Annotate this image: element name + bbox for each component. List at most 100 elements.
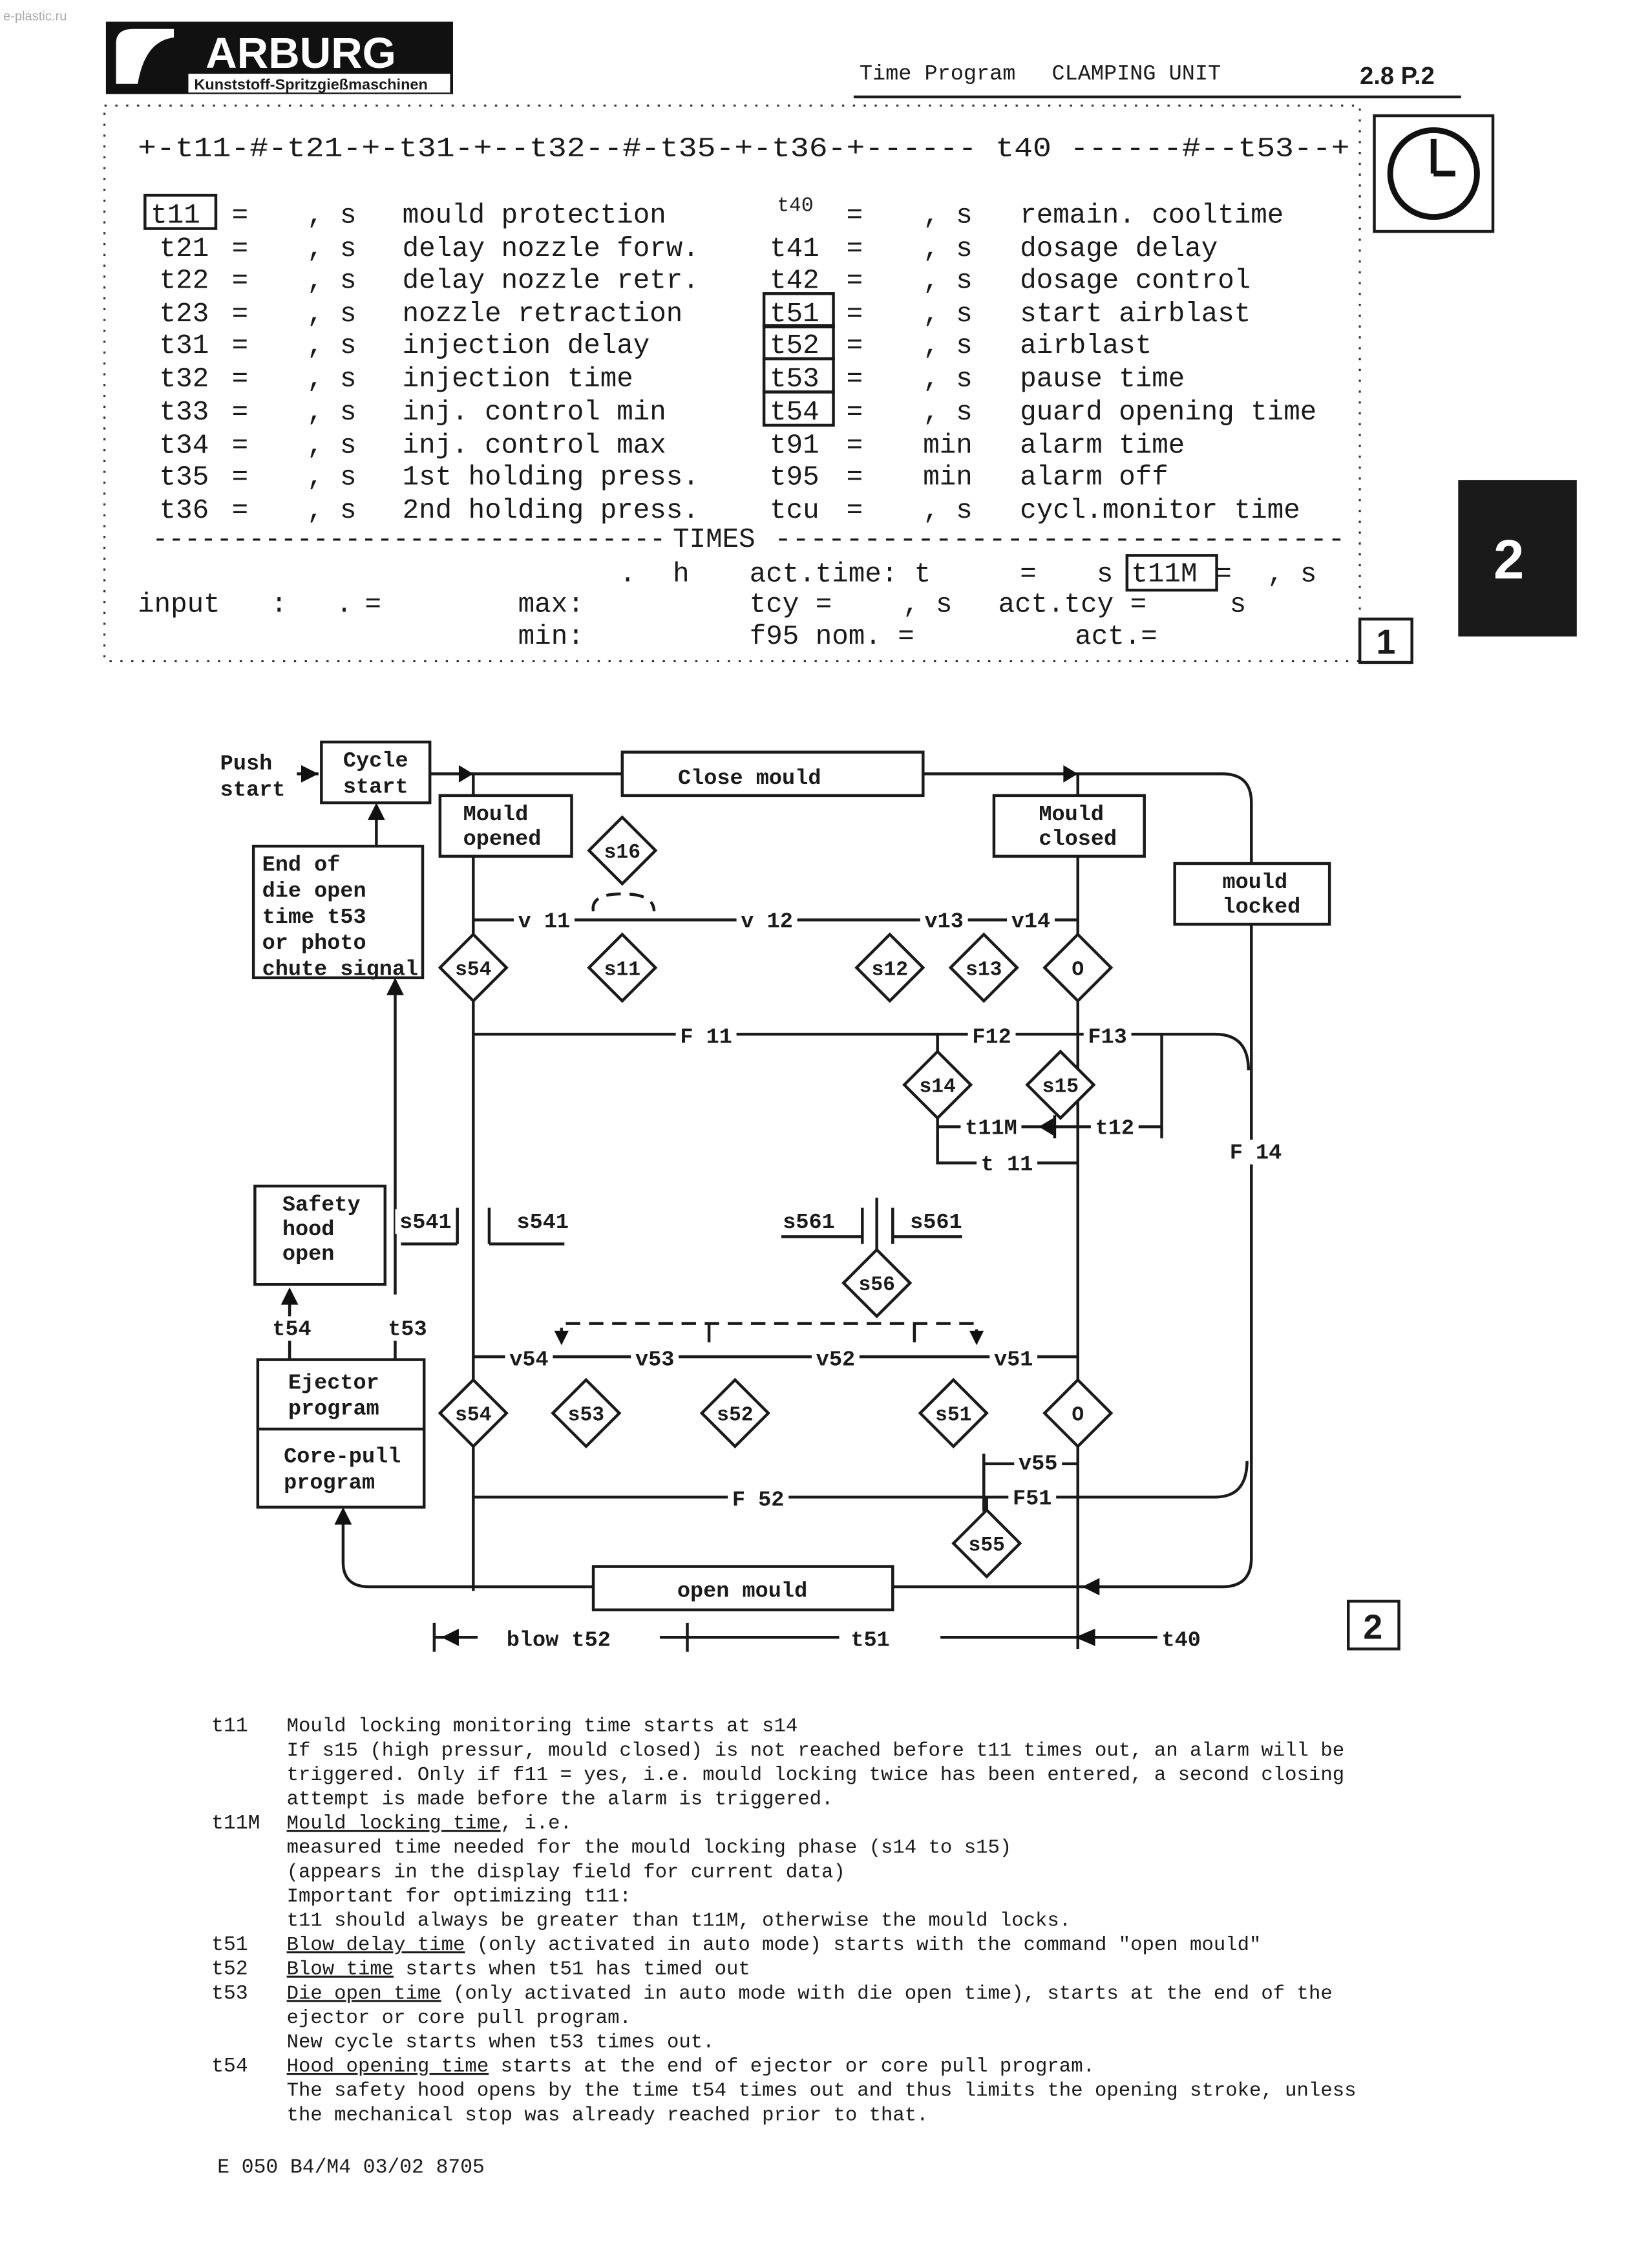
page-number: 2.8 P.2: [1360, 63, 1435, 90]
unit: , s: [307, 364, 357, 395]
note-text: measured time needed for the mould locki…: [287, 1837, 1012, 1860]
unit: , s: [923, 265, 973, 296]
note-line: measured time needed for the mould locki…: [287, 1837, 1012, 1860]
svg-text:, s: , s: [1267, 559, 1317, 590]
label-background: [1007, 908, 1055, 933]
unit: min: [923, 462, 973, 493]
diagram-label: F51: [1013, 1487, 1051, 1511]
note-text: (appears in the display field for curren…: [287, 1861, 845, 1883]
unit: , s: [923, 299, 973, 330]
note-line: Mould locking time, i.e.: [287, 1812, 572, 1835]
diagram-label: v53: [635, 1348, 674, 1373]
text-label: =: [232, 233, 249, 264]
times-rule-right: --------------------------------: [774, 524, 1346, 555]
label-background: [502, 1627, 615, 1652]
diagram-label: v 11: [518, 909, 571, 934]
label-background: [395, 1209, 456, 1234]
parameter-description: airblast: [1020, 330, 1152, 361]
note-key: t53: [211, 1982, 248, 2005]
unit: , s: [923, 200, 973, 231]
parameter-code: t54: [770, 397, 819, 428]
label-background: [512, 1209, 573, 1234]
unit: , s: [307, 299, 357, 330]
sensor-diamond: [551, 1377, 622, 1449]
footer-doc-code: E 050 B4/M4 03/02 8705: [217, 2156, 485, 2179]
screen-header-line: +-t11-#-t21-+-t31-+--t32--#-t35-+-t36-+-…: [138, 134, 1349, 165]
text-label: =: [232, 495, 249, 526]
sensor-diamond: [587, 815, 658, 886]
note-term: Die open time: [287, 1982, 441, 2005]
text-label: =: [847, 495, 863, 526]
sensor-label: s54: [455, 959, 491, 981]
label-background: [778, 1209, 840, 1234]
parameter-code: t11: [151, 200, 200, 231]
parameter-description: 1st holding press.: [403, 462, 699, 493]
diagram-label: t53: [388, 1318, 427, 1342]
note-text: ejector or core pull program.: [287, 2007, 631, 2030]
sensor-label: O: [1072, 1404, 1084, 1427]
parameter-description: remain. cooltime: [1020, 200, 1284, 231]
note-text: attempt is made before the alarm is trig…: [287, 1788, 834, 1811]
note-term: Blow delay time: [287, 1934, 465, 1956]
sensor-label: s56: [858, 1274, 894, 1297]
sensor-diamond: [902, 1049, 973, 1121]
parameter-code: t32: [160, 364, 209, 395]
doc-section: CLAMPING UNIT: [1051, 62, 1221, 87]
input-label: input: [138, 589, 220, 620]
end-of-die-open-box-text: time t53: [262, 906, 366, 930]
text-label: =: [847, 364, 863, 395]
label-background: [905, 1209, 967, 1234]
ejector-program-text: program: [288, 1397, 379, 1422]
parameter-code: t22: [160, 265, 209, 296]
parameter-code: t34: [160, 430, 209, 461]
label-background: [846, 1627, 894, 1652]
chapter-tab: 2: [1458, 480, 1577, 637]
figure-number-1: 1: [1358, 617, 1413, 664]
sensor-label: s14: [919, 1076, 955, 1099]
unit: , s: [307, 265, 357, 296]
text-label: =: [847, 430, 863, 461]
note-text: Important for optimizing t11:: [287, 1885, 631, 1908]
open-mould-box: [591, 1565, 894, 1612]
parameter-code: t52: [770, 330, 819, 361]
svg-text:.: .: [619, 559, 636, 590]
unit: min: [923, 430, 973, 461]
end-of-die-open-box-text: End of: [262, 853, 341, 878]
note-line: triggered. Only if f11 = yes, i.e. mould…: [287, 1764, 1344, 1786]
parameter-description: cycl.monitor time: [1020, 495, 1300, 526]
end-of-die-open-box-text: or photo: [262, 931, 366, 956]
sensor-diamond: [699, 1377, 771, 1449]
note-text: (only activated in auto mode with die op…: [441, 1982, 1333, 2005]
label-background: [505, 1346, 553, 1372]
unit: , s: [923, 233, 973, 264]
text-label: =: [847, 233, 863, 264]
note-key: t11M: [211, 1812, 260, 1835]
parameter-code: t35: [160, 462, 209, 493]
note-line: t11 should always be greater than t11M, …: [287, 1910, 1072, 1933]
parameter-description: injection time: [403, 364, 633, 395]
note-line: Mould locking monitoring time starts at …: [287, 1715, 798, 1738]
close-mould-box: [620, 750, 925, 798]
parameter-code: t23: [160, 299, 209, 330]
svg-text:s: s: [1097, 559, 1114, 590]
arburg-logo: ARBURG Kunststoff-Spritzgießmaschinen: [105, 21, 453, 94]
note-text: starts when t51 has timed out: [394, 1958, 750, 1981]
unit: , s: [923, 364, 973, 395]
svg-text:2: 2: [1494, 529, 1524, 591]
parameter-code: t36: [160, 495, 209, 526]
parameter-box: [762, 390, 835, 427]
diagram-label: t11M: [965, 1117, 1017, 1141]
unit: , s: [307, 462, 357, 493]
svg-text:=: =: [1020, 559, 1037, 590]
svg-text:tcy =: tcy =: [750, 589, 832, 620]
times-title: TIMES: [673, 524, 755, 555]
core-pull-program-text: Core-pull: [284, 1445, 401, 1469]
mould-opened-box-text: Mould: [463, 803, 529, 827]
parameter-description: alarm time: [1020, 430, 1185, 461]
